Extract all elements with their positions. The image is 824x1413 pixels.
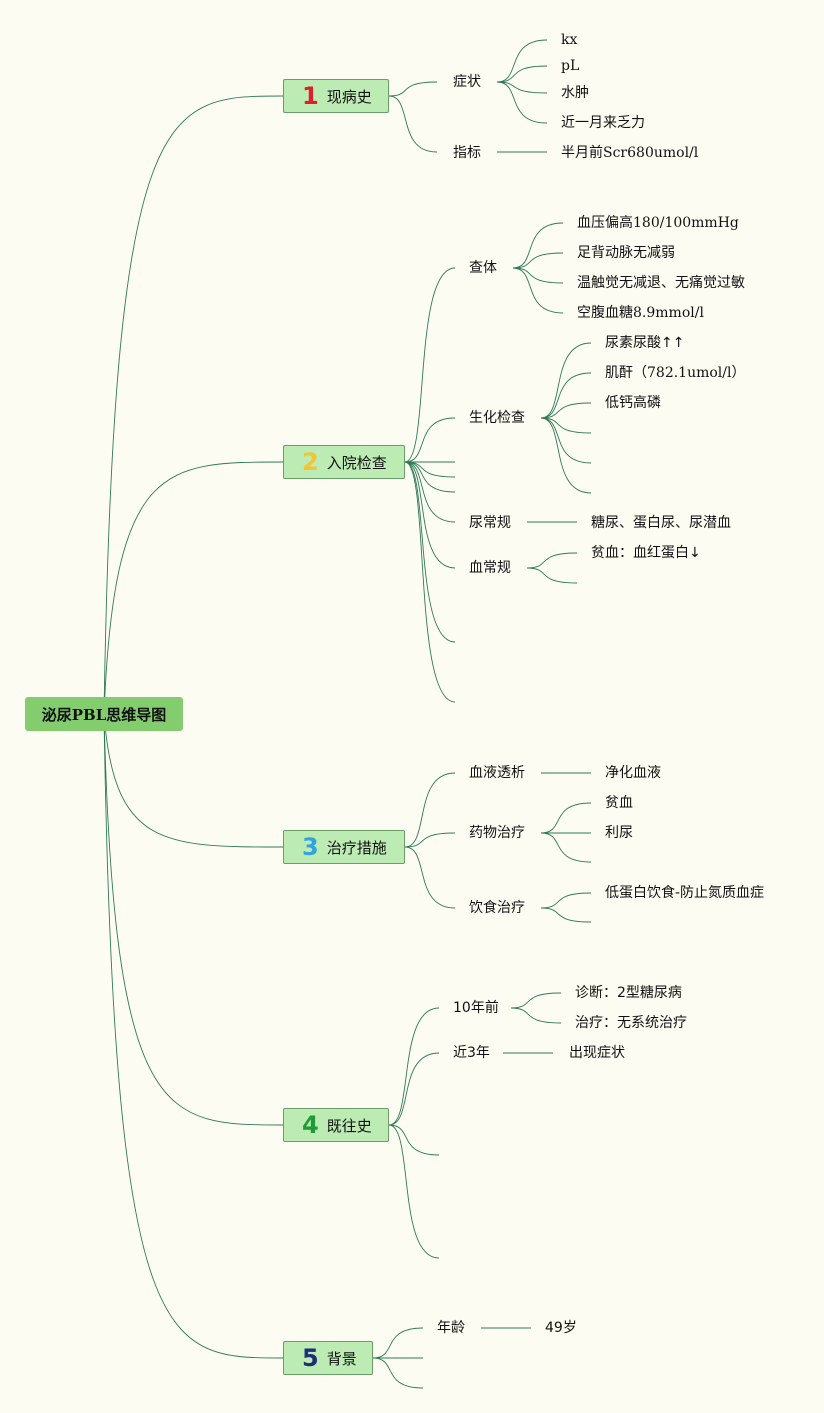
connector-line	[512, 252, 564, 269]
blood-routine-value[interactable]: 贫血：血红蛋白↓	[591, 545, 701, 561]
connector-line	[388, 95, 438, 153]
recent-three-years-value[interactable]: 出现症状	[569, 1045, 625, 1061]
age-label[interactable]: 年龄	[437, 1320, 465, 1336]
connector-line	[496, 81, 548, 94]
connector-line	[404, 461, 456, 523]
branch-background-node[interactable]: 5 背景	[283, 1341, 373, 1375]
drug-therapy-label[interactable]: 药物治疗	[469, 825, 525, 841]
drug-therapy-item[interactable]: 利尿	[605, 825, 633, 841]
connector-line	[404, 461, 456, 703]
connector-line	[512, 222, 564, 269]
symptoms-label[interactable]: 症状	[453, 74, 481, 90]
connector-line	[388, 1124, 440, 1156]
symptom-item[interactable]: 水肿	[561, 85, 589, 101]
biochem-item[interactable]: 尿素尿酸↑↑	[605, 335, 685, 351]
connector-line	[540, 402, 592, 419]
branch-title: 现病史	[326, 87, 372, 106]
connector-line	[540, 342, 592, 419]
physical-exam-item[interactable]: 足背动脉无减弱	[577, 245, 675, 261]
physical-exam-item[interactable]: 血压偏高180/100mmHg	[577, 215, 739, 231]
ten-years-ago-item[interactable]: 治疗：无系统治疗	[575, 1015, 687, 1031]
connector-line	[404, 846, 456, 909]
connector-line	[103, 95, 284, 715]
branch-admission-exam-node[interactable]: 2 入院检查	[283, 445, 405, 479]
age-value[interactable]: 49岁	[545, 1320, 577, 1336]
connector-line	[103, 713, 284, 848]
connector-line	[540, 417, 592, 494]
number-four-icon: 4	[302, 1111, 319, 1139]
connector-line	[103, 461, 284, 715]
connector-line	[540, 907, 592, 923]
connector-line	[404, 267, 456, 463]
biochem-label[interactable]: 生化检查	[469, 410, 525, 426]
connector-line	[512, 267, 564, 284]
symptom-item[interactable]: 近一月来乏力	[561, 115, 645, 131]
branch-title: 既往史	[326, 1116, 372, 1135]
biochem-item[interactable]: 肌酐（782.1umol/l）	[605, 365, 746, 381]
number-three-icon: 3	[302, 833, 319, 861]
connector-line	[404, 832, 456, 848]
symptom-item[interactable]: kx	[561, 32, 578, 48]
connector-line	[512, 267, 564, 314]
connector-line	[496, 81, 548, 124]
connector-line	[404, 461, 456, 569]
dialysis-label[interactable]: 血液透析	[469, 765, 525, 781]
connector-line	[526, 552, 578, 569]
physical-exam-label[interactable]: 查体	[469, 260, 497, 276]
ten-years-ago-item[interactable]: 诊断：2型糖尿病	[575, 985, 682, 1001]
connector-line	[510, 992, 562, 1009]
connector-line	[496, 65, 548, 83]
connector-line	[404, 461, 456, 493]
urine-routine-value[interactable]: 糖尿、蛋白尿、尿潜血	[591, 515, 731, 531]
ten-years-ago-label[interactable]: 10年前	[453, 1000, 499, 1016]
biochem-item[interactable]: 低钙高磷	[605, 395, 661, 411]
connector-line	[526, 567, 578, 584]
indicator-label[interactable]: 指标	[453, 145, 481, 161]
symptom-item[interactable]: pL	[561, 58, 580, 74]
urine-routine-label[interactable]: 尿常规	[469, 515, 511, 531]
blood-routine-label[interactable]: 血常规	[469, 560, 511, 576]
branch-past-history-node[interactable]: 4 既往史	[283, 1108, 389, 1142]
branch-title: 背景	[326, 1349, 357, 1368]
physical-exam-item[interactable]: 空腹血糖8.9mmol/l	[577, 305, 704, 321]
root-node[interactable]: 泌尿PBL思维导图	[25, 697, 183, 731]
connector-line	[540, 417, 592, 434]
connector-line	[372, 1327, 424, 1359]
connector-line	[404, 461, 456, 643]
connector-line	[103, 713, 284, 1359]
connector-line	[540, 802, 592, 834]
connector-line	[388, 1007, 440, 1126]
connector-line	[388, 1124, 440, 1259]
branch-history-node[interactable]: 1 现病史	[283, 79, 389, 113]
connector-line	[372, 1357, 424, 1389]
diet-therapy-label[interactable]: 饮食治疗	[469, 900, 525, 916]
number-five-icon: 5	[302, 1344, 319, 1372]
indicator-value[interactable]: 半月前Scr680umol/l	[561, 145, 699, 161]
connector-line	[540, 892, 592, 909]
drug-therapy-item[interactable]: 贫血	[605, 795, 633, 811]
number-one-icon: 1	[302, 82, 319, 110]
physical-exam-item[interactable]: 温触觉无减退、无痛觉过敏	[577, 275, 745, 291]
dialysis-value[interactable]: 净化血液	[605, 765, 661, 781]
connector-line	[496, 39, 548, 83]
connector-line	[404, 417, 456, 463]
branch-title: 入院检查	[326, 453, 387, 472]
diet-therapy-value[interactable]: 低蛋白饮食-防止氮质血症	[605, 885, 765, 901]
connector-line	[388, 1052, 440, 1126]
connector-line	[510, 1007, 562, 1024]
branch-treatment-node[interactable]: 3 治疗措施	[283, 830, 405, 864]
branch-title: 治疗措施	[326, 838, 387, 857]
recent-three-years-label[interactable]: 近3年	[453, 1045, 490, 1061]
connector-line	[540, 372, 592, 419]
connector-line	[540, 417, 592, 464]
connector-line	[404, 772, 456, 848]
number-two-icon: 2	[302, 448, 319, 476]
connector-line	[103, 713, 284, 1126]
connector-line	[540, 832, 592, 863]
connector-line	[388, 81, 438, 97]
